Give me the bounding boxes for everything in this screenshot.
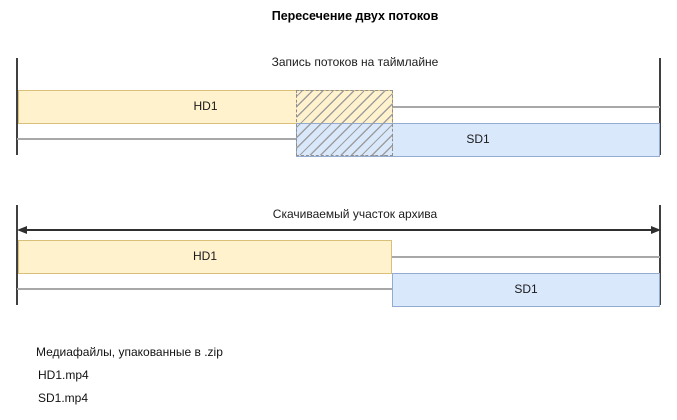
timeline1-hd1-label: HD1 — [193, 99, 218, 113]
files-heading: Медиафайлы, упакованные в .zip — [36, 345, 223, 359]
file-item-sd1: SD1.mp4 — [38, 391, 89, 405]
timeline2-caption: Скачиваемый участок архива — [272, 207, 438, 221]
timeline1-caption: Запись потоков на таймлайне — [271, 55, 439, 69]
arrowhead-left-icon — [17, 225, 27, 234]
arrowhead-right-icon — [651, 225, 661, 234]
timeline2-right-axis-line — [659, 205, 661, 305]
timeline1-sd1-track-line — [17, 138, 296, 140]
timeline1-sd1-label: SD1 — [466, 132, 490, 146]
timeline2-sd1-bar: SD1 — [392, 273, 660, 307]
timeline1-overlap-hatch — [296, 90, 393, 156]
download-range-arrow — [26, 229, 652, 231]
timeline1-right-axis-line — [659, 58, 661, 155]
diagram-title: Пересечение двух потоков — [271, 9, 439, 23]
file-item-hd1: HD1.mp4 — [38, 368, 89, 382]
timeline1-hd1-track-line — [393, 106, 660, 108]
timeline1-left-axis-line — [16, 58, 18, 155]
timeline2-hd1-bar: HD1 — [18, 240, 392, 274]
timeline2-hd1-label: HD1 — [192, 249, 217, 263]
timeline2-left-axis-line — [16, 205, 18, 305]
timeline2-sd1-track-line — [17, 288, 392, 290]
timeline2-hd1-track-line — [392, 256, 660, 258]
timeline2-sd1-label: SD1 — [514, 282, 538, 296]
